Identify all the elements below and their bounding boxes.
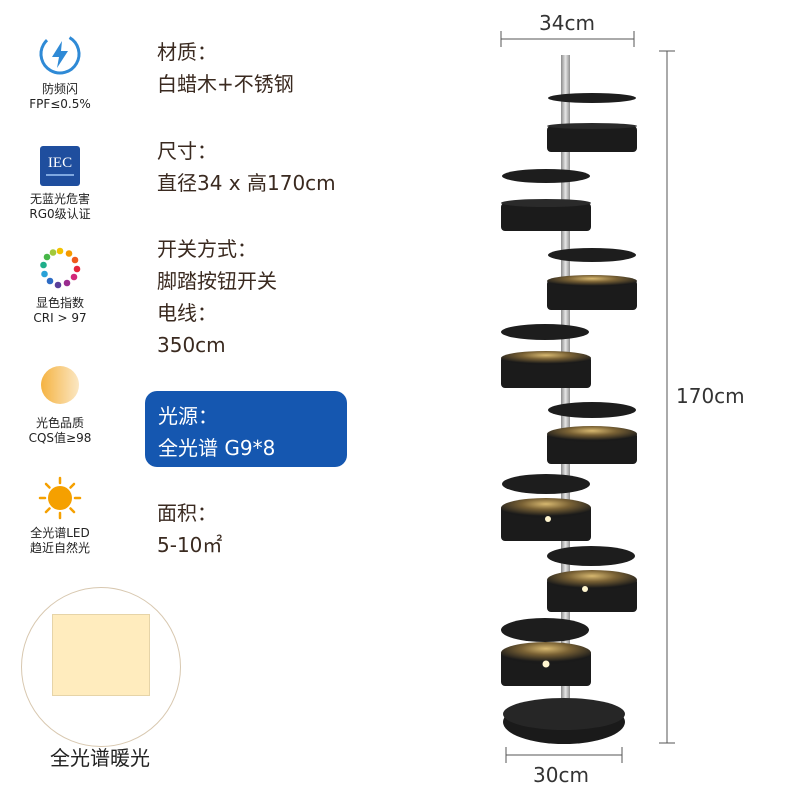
flicker-free-bolt-icon <box>38 32 82 76</box>
feature-cri: 显色指数 CRI > 97 <box>8 246 112 326</box>
spec-switch-label: 开关方式： <box>157 237 257 261</box>
spec-light-value: 全光谱 G9*8 <box>158 436 276 460</box>
feature-cqs: 光色品质 CQS值≥98 <box>8 366 112 446</box>
top-width-dimension-line <box>500 31 635 47</box>
spec-light-label: 光源： <box>158 404 218 428</box>
lamp-disks <box>501 93 636 642</box>
height-dimension-line <box>659 50 675 744</box>
spec-size-value: 直径34 x 高170cm <box>157 171 336 195</box>
base-width-label: 30cm <box>533 763 589 787</box>
feature-value: 趋近自然光 <box>29 541 90 555</box>
color-wheel-icon <box>38 246 82 290</box>
spec-area-value: 5-10㎡ <box>157 533 223 557</box>
feature-value: RG0级认证 <box>29 207 91 221</box>
spec-cable-label: 电线： <box>157 301 217 325</box>
spec-size-label: 尺寸： <box>157 139 217 163</box>
iec-certificate-icon: IEC <box>40 146 80 186</box>
feature-no-blue-light: IEC 无蓝光危害 RG0级认证 <box>8 146 112 222</box>
spec-area: 面积： 5-10㎡ <box>157 497 222 561</box>
spec-light-source-box: 光源： 全光谱 G9*8 <box>145 391 347 467</box>
feature-label: 无蓝光危害 <box>29 192 90 206</box>
spec-material-value: 白蜡木+不锈钢 <box>157 72 294 96</box>
spec-material-label: 材质： <box>157 40 217 64</box>
feature-flicker-free: 防频闪 FPF≤0.5% <box>8 32 112 112</box>
iec-icon-text: IEC <box>47 155 73 171</box>
feature-label: 防频闪 <box>41 82 78 96</box>
spec-switch: 开关方式： 脚踏按钮开关 电线： 350cm <box>157 233 277 361</box>
feature-label: 光色品质 <box>35 416 84 430</box>
floor-lamp-illustration <box>500 31 675 763</box>
warm-light-circle <box>21 587 181 747</box>
feature-value: CRI > 97 <box>33 311 87 325</box>
warm-light-label: 全光谱暖光 <box>50 746 150 770</box>
height-label: 170cm <box>676 384 745 408</box>
spec-area-label: 面积： <box>157 501 217 525</box>
top-width-label: 34cm <box>539 11 595 35</box>
sun-icon <box>38 476 82 520</box>
feature-label: 显色指数 <box>35 296 84 310</box>
spec-size: 尺寸： 直径34 x 高170cm <box>157 135 336 199</box>
spec-material: 材质： 白蜡木+不锈钢 <box>157 36 294 100</box>
warm-light-gradient-icon <box>41 366 79 404</box>
lamp-pole <box>561 55 570 725</box>
feature-value: FPF≤0.5% <box>29 97 91 111</box>
feature-value: CQS值≥98 <box>28 431 92 445</box>
feature-label: 全光谱LED <box>30 526 90 540</box>
spec-switch-value: 脚踏按钮开关 <box>157 269 277 293</box>
feature-full-spectrum: 全光谱LED 趋近自然光 <box>8 476 112 556</box>
base-width-dimension-line <box>505 747 623 763</box>
lamp-shades <box>501 123 637 686</box>
spec-cable-value: 350cm <box>157 333 226 357</box>
warm-light-swatch <box>52 614 150 696</box>
lamp-bulbs <box>542 516 588 668</box>
